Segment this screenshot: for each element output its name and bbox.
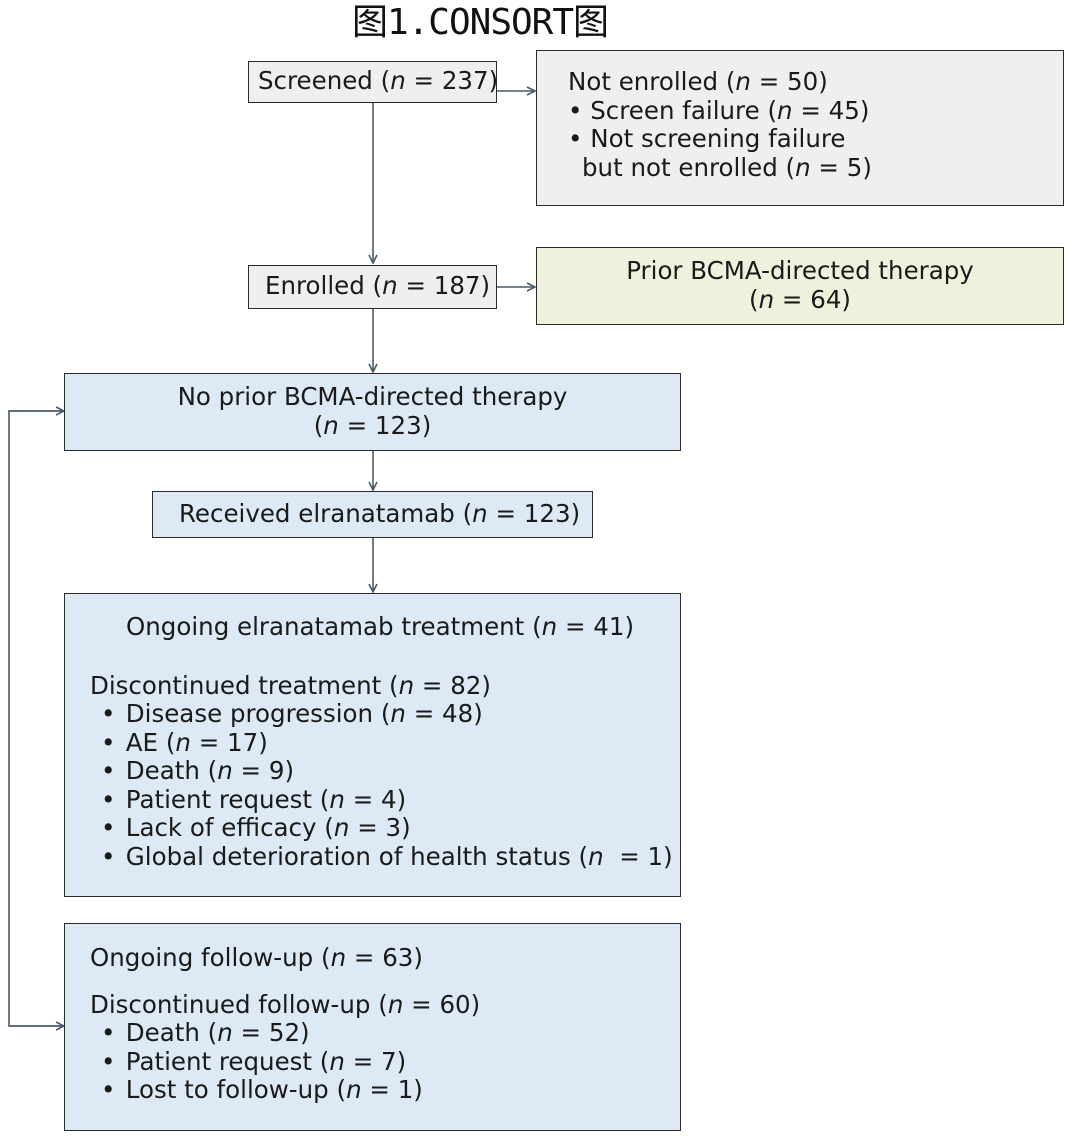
followup-reason-lost: • Lost to follow-up (n = 1) — [101, 1075, 423, 1104]
enrolled-count: = 187) — [397, 271, 491, 300]
reason-ae: • AE (n = 17) — [101, 727, 268, 757]
bullet-icon: • — [101, 784, 116, 814]
discontinued-followup: Discontinued follow-up (n = 60) — [90, 989, 481, 1019]
no-prior-bcma-count: (n = 123) — [313, 410, 432, 440]
bullet-icon: • — [101, 1075, 116, 1104]
reason-global-deterioration: • Global deterioration of health status … — [101, 841, 673, 871]
screened-label: Screened ( — [258, 66, 391, 95]
bullet-icon: • — [101, 699, 116, 728]
figure-title: 图1.CONSORT图 — [351, 2, 609, 43]
no-prior-bcma-label: No prior BCMA-directed therapy — [177, 382, 568, 411]
screened-count: = 237) — [405, 66, 499, 95]
prior-bcma-count: (n = 64) — [749, 284, 851, 314]
bullet-icon: • — [101, 1018, 116, 1047]
list-item-screen-failure: • Screen failure (n = 45) — [568, 95, 870, 125]
treatment-box: Ongoing elranatamab treatment (n = 41) D… — [64, 593, 681, 897]
n-symbol: n — [390, 66, 406, 95]
no-prior-bcma-box: No prior BCMA-directed therapy (n = 123) — [64, 373, 681, 451]
bullet-icon: • — [101, 813, 116, 842]
list-item-not-enrolled-continuation: but not enrolled (n = 5) — [582, 152, 872, 182]
bullet-icon: • — [101, 1046, 116, 1076]
received-box: Received elranatamab (n = 123) — [152, 491, 593, 538]
reason-lack-of-efficacy: • Lack of efficacy (n = 3) — [101, 813, 411, 842]
followup-box: Ongoing follow-up (n = 63) Discontinued … — [64, 923, 681, 1131]
discontinued-treatment: Discontinued treatment (n = 82) — [90, 670, 491, 700]
reason-disease-progression: • Disease progression (n = 48) — [101, 699, 483, 728]
bullet-icon: • — [101, 727, 116, 757]
bullet-icon: • — [568, 124, 583, 153]
screened-box: Screened (n = 237) — [248, 61, 499, 103]
reason-death: • Death (n = 9) — [101, 756, 295, 785]
ongoing-followup: Ongoing follow-up (n = 63) — [90, 943, 423, 972]
ongoing-treatment: Ongoing elranatamab treatment (n = 41) — [126, 612, 635, 641]
not-enrolled-box: Not enrolled (n = 50) • Screen failure (… — [536, 50, 1064, 206]
bullet-icon: • — [101, 841, 116, 871]
followup-reason-patient-request: • Patient request (n = 7) — [101, 1046, 407, 1076]
prior-bcma-label: Prior BCMA-directed therapy — [626, 256, 974, 285]
followup-reason-death: • Death (n = 52) — [101, 1018, 310, 1047]
loop-line — [8, 410, 64, 1027]
bullet-icon: • — [101, 756, 116, 785]
received-count: = 123) — [487, 499, 581, 528]
enrolled-box: Enrolled (n = 187) — [248, 265, 497, 309]
bullet-icon: • — [568, 95, 583, 125]
prior-bcma-box: Prior BCMA-directed therapy (n = 64) — [536, 247, 1064, 325]
not-enrolled-heading: Not enrolled (n = 50) — [568, 67, 828, 96]
list-item-not-screening-failure: • Not screening failure — [568, 124, 846, 153]
reason-patient-request: • Patient request (n = 4) — [101, 784, 407, 814]
